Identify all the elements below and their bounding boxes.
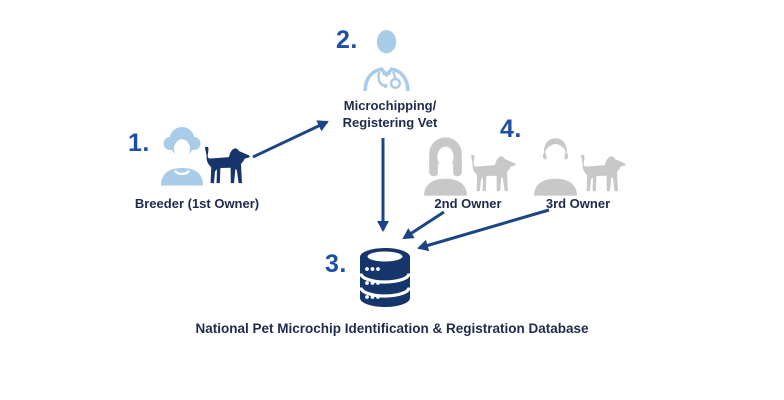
vet-label: Microchipping/ Registering Vet bbox=[320, 98, 460, 131]
step-number-3: 3. bbox=[325, 250, 347, 278]
step-number-1: 1. bbox=[128, 129, 150, 157]
vet-icon bbox=[361, 28, 412, 91]
second-owner-label: 2nd Owner bbox=[434, 196, 502, 211]
arrow-second-owner-to-database bbox=[402, 210, 445, 240]
man-icon bbox=[532, 136, 579, 196]
arrow-breeder-to-vet bbox=[252, 120, 329, 159]
dog-icon bbox=[201, 146, 250, 186]
step-number-4: 4. bbox=[500, 115, 522, 143]
arrow-third-owner-to-database bbox=[417, 208, 550, 252]
database-caption: National Pet Microchip Identification & … bbox=[195, 321, 589, 336]
woman-icon bbox=[422, 136, 469, 196]
step-number-2: 2. bbox=[336, 26, 358, 54]
database-icon bbox=[353, 244, 417, 312]
third-owner-label: 3rd Owner bbox=[545, 196, 611, 211]
vet-label-line1: Microchipping/ bbox=[343, 98, 437, 113]
dog-icon bbox=[467, 154, 516, 194]
dog-icon bbox=[577, 154, 626, 194]
woman-curly-hair-icon bbox=[156, 125, 208, 186]
vet-label-line2: Registering Vet bbox=[342, 114, 438, 130]
breeder-label: Breeder (1st Owner) bbox=[134, 196, 260, 211]
